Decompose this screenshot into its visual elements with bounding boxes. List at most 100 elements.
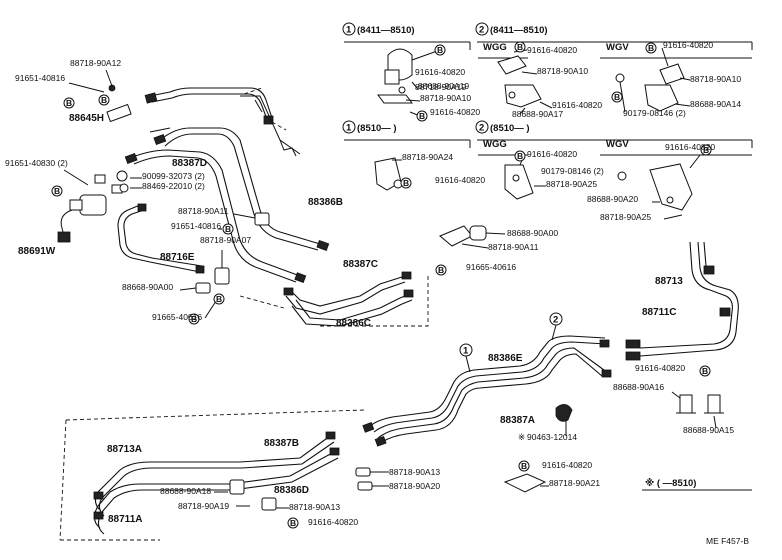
section-range: (8411—8510) <box>357 25 415 36</box>
section-marker-number: 1 <box>346 123 352 134</box>
part-label: 88718-90A24 <box>402 152 453 162</box>
b-mark-circle <box>699 365 711 377</box>
part-label: 88718-90A19 <box>178 501 229 511</box>
circle-marker-number: 1 <box>463 346 469 357</box>
b-mark-letter: B <box>614 92 620 102</box>
clamp-assembly-2-late-wgg <box>504 159 546 200</box>
part-label: 88718-90A12 <box>70 58 121 68</box>
part-label: 91651-40816 <box>15 73 65 83</box>
b-mark-circle <box>700 144 712 156</box>
b-mark-circle <box>611 91 623 103</box>
b-mark-letter: B <box>216 294 222 304</box>
b-mark-letter: B <box>403 178 409 188</box>
section-range: (8510— ) <box>490 123 530 134</box>
b-mark-letter: B <box>419 111 425 121</box>
b-mark-circle <box>645 42 657 54</box>
part-label: 88691W <box>18 246 56 257</box>
pipe-fittings <box>93 92 731 520</box>
figure-code: ME F457-B <box>706 536 749 546</box>
part-label: 88718-90A10 <box>537 66 588 76</box>
pressure-valve-88691w <box>57 169 142 243</box>
ref-note: ※ ( —8510) <box>645 478 696 489</box>
clamps-bottom <box>214 467 389 511</box>
b-mark-letter: B <box>101 95 107 105</box>
b-mark-letter: B <box>702 366 708 376</box>
part-label: 88718-90A11 <box>488 242 539 252</box>
b-mark-letter: B <box>225 224 231 234</box>
b-mark-circle <box>63 97 75 109</box>
part-label: 88688-90A16 <box>613 382 664 392</box>
part-label: 91616-40820 <box>430 107 480 117</box>
b-mark-circle <box>416 110 428 122</box>
part-label: 91616-40820 <box>635 363 685 373</box>
variant-label: WGG <box>483 42 507 53</box>
body-outline <box>240 95 301 157</box>
b-mark-letter: B <box>290 518 296 528</box>
part-label: 88386B <box>308 197 343 208</box>
part-label: 88387B <box>264 438 299 449</box>
b-mark-letter: B <box>66 98 72 108</box>
brake-pipes <box>93 87 739 535</box>
part-label: 91665-40616 <box>152 312 202 322</box>
part-note-prefix: ※ <box>518 432 525 442</box>
part-label: 88718-90A13 <box>289 502 340 512</box>
circle-markers: 12 <box>459 312 563 357</box>
section-range: (8411—8510) <box>490 25 548 36</box>
b-mark-circle <box>287 517 299 529</box>
part-label: 88387A <box>500 415 535 426</box>
clamp-88718-90a11 <box>218 212 270 230</box>
section-headers: 1(8411—8510)2(8411—8510)1(8510— )2(8510—… <box>342 22 548 134</box>
b-mark-circle <box>222 223 234 235</box>
part-label: 88387D <box>172 158 207 169</box>
part-label: 90463-12014 <box>527 432 577 442</box>
b-mark-circle <box>518 460 530 472</box>
b-mark-letter: B <box>517 151 523 161</box>
part-label: 88645H <box>69 113 104 124</box>
part-label: 91665-40616 <box>466 262 516 272</box>
part-label: 91616-40820 <box>435 175 485 185</box>
clamp-90463-12014 <box>555 404 573 436</box>
section-range: (8510— ) <box>357 123 397 134</box>
circle-marker-number: 2 <box>553 315 558 326</box>
part-label: 88688-90A15 <box>683 425 734 435</box>
clamp-88718-90a11-mid <box>439 225 506 249</box>
part-label: 91616-40820 <box>308 517 358 527</box>
part-label: 88688-90A20 <box>587 194 638 204</box>
part-label: 88718-90A20 <box>389 481 440 491</box>
b-mark-letter: B <box>437 45 443 55</box>
part-label: 90179-08146 (2) <box>541 166 604 176</box>
part-label: 88718-90A07 <box>200 235 251 245</box>
part-label: 88469-22010 (2) <box>142 181 205 191</box>
part-label: 91651-40830 (2) <box>5 158 68 168</box>
part-label: 88386E <box>488 353 523 364</box>
part-label: 88718-90A10 <box>690 74 741 84</box>
section-marker-number: 2 <box>479 123 484 134</box>
b-mark-letter: B <box>648 43 654 53</box>
marker-1-leader <box>465 355 471 373</box>
b-mark-circle <box>434 44 446 56</box>
clamp-assembly-1-early <box>377 48 441 117</box>
clamp-assembly-1-late <box>374 157 406 191</box>
part-label: 88718-90A25 <box>600 212 651 222</box>
circle-marker <box>459 343 473 357</box>
b-mark-circle <box>51 185 63 197</box>
part-label: 91616-40820 <box>552 100 602 110</box>
part-label: 88386C <box>336 318 371 329</box>
b-mark-circle <box>400 177 412 189</box>
part-label: 88718-90A21 <box>549 478 600 488</box>
part-label: 91616-40820 <box>527 149 577 159</box>
part-label: 91651-40816 <box>171 221 221 231</box>
part-label: 91616-40820 <box>663 40 713 50</box>
part-label: 88711A <box>108 514 142 525</box>
circle-marker <box>549 312 563 326</box>
section-marker-circle <box>342 22 356 36</box>
section-marker-circle <box>475 22 489 36</box>
section-marker-circle <box>342 120 356 134</box>
part-label: 88688-90A00 <box>507 228 558 238</box>
part-label: 88718-90A19 <box>415 82 466 92</box>
b-mark-circle <box>213 293 225 305</box>
part-label: 90179-08146 (2) <box>623 108 686 118</box>
